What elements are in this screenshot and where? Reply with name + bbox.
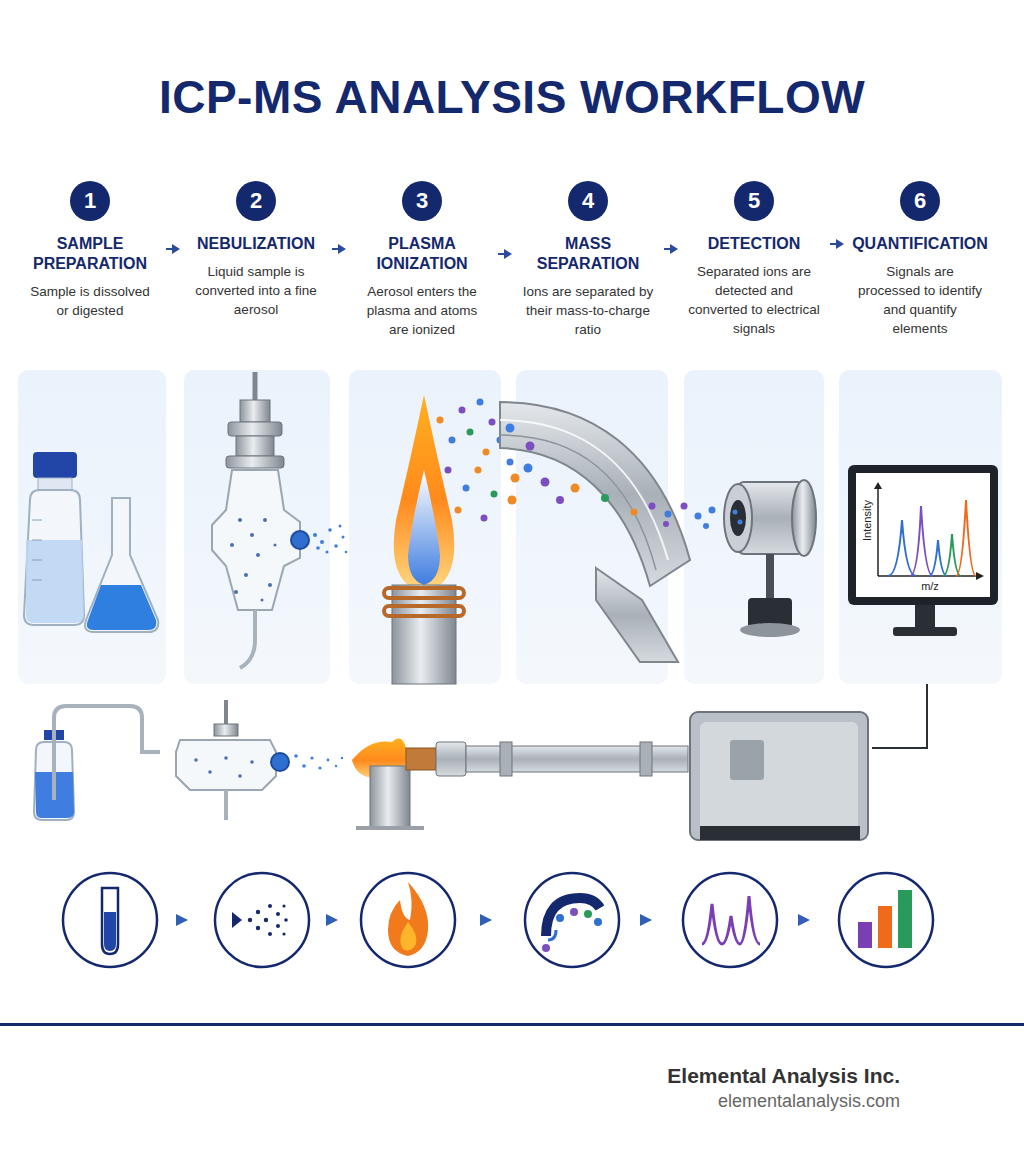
step-description: Separated ions are detected and converte…: [688, 262, 820, 338]
company-website: elementalanalysis.com: [560, 1091, 900, 1112]
step-description: Ions are separated by their mass-to-char…: [522, 282, 654, 339]
flow-arrow: [332, 244, 346, 254]
step-heading: PLASMA IONIZATION: [349, 234, 495, 274]
step-description: Aerosol enters the plasma and atoms are …: [356, 282, 488, 339]
step-number: 5: [734, 181, 774, 221]
step-node: 3PLASMA IONIZATION Aerosol enters the pla…: [349, 181, 495, 339]
step-node: 4MASS SEPARATION Ions are separated by th…: [515, 181, 661, 339]
company-name: Elemental Analysis Inc.: [560, 1064, 900, 1088]
step-description: Liquid sample is converted into a fine a…: [190, 262, 322, 319]
diagram-title: ICP-MS ANALYSIS WORKFLOW: [0, 70, 1024, 124]
step-heading: SAMPLE PREPARATION: [17, 234, 163, 274]
flow-arrow: [166, 244, 180, 254]
step-heading: NEBULIZATION: [183, 234, 329, 254]
flow-arrow: [830, 239, 844, 249]
step-node: 6QUANTIFICATION Signals are processed to …: [847, 181, 993, 338]
step-node: 1SAMPLE PREPARATION Sample is dissolved o…: [17, 181, 163, 320]
step-heading: MASS SEPARATION: [515, 234, 661, 274]
flow-arrow: [664, 244, 678, 254]
flow-arrow: [498, 249, 512, 259]
step-number: 1: [70, 181, 110, 221]
step-number: 3: [402, 181, 442, 221]
axis-label: m/z: [913, 580, 947, 593]
step-node: 5DETECTION Separated ions are detected an…: [681, 181, 827, 338]
step-heading: DETECTION: [681, 234, 827, 254]
step-description: Signals are processed to identify and qu…: [854, 262, 986, 338]
step-node: 2NEBULIZATION Liquid sample is converted …: [183, 181, 329, 319]
axis-label: Intensity: [861, 496, 874, 546]
step-number: 4: [568, 181, 608, 221]
step-heading: QUANTIFICATION: [847, 234, 993, 254]
step-description: Sample is dissolved or digested: [24, 282, 156, 320]
step-number: 6: [900, 181, 940, 221]
step-number: 2: [236, 181, 276, 221]
